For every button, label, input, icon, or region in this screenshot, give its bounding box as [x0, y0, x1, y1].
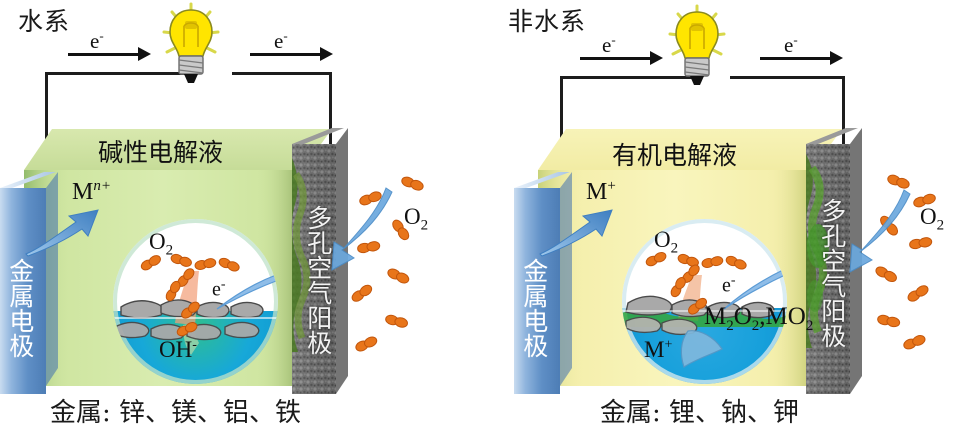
cation-label-non-aqueous: M+	[586, 178, 616, 205]
light-bulb-icon-2	[668, 4, 726, 90]
caption-aqueous: 金属: 锌、镁、铝、铁	[50, 398, 302, 428]
wire-down-right-2	[842, 76, 845, 176]
o2-label-outside-aqueous: O2	[404, 204, 429, 234]
cation-label-sphere-non-aqueous: M+	[644, 337, 673, 362]
magnified-interface-aqueous: O2 e- OH-	[113, 219, 278, 384]
external-oxygen-aqueous	[331, 176, 424, 352]
discharge-product-label: M2O2,MO2	[704, 303, 814, 334]
wire-top-right	[232, 72, 332, 75]
electron-label-right-2: e-	[784, 32, 798, 57]
panel-title-aqueous: 水系	[18, 7, 71, 36]
panel-title-non-aqueous: 非水系	[508, 7, 587, 36]
electron-flow-arrow-icon	[216, 274, 277, 310]
external-oxygen-non-aqueous	[849, 174, 936, 350]
electron-label-left: e-	[90, 28, 104, 53]
electron-label-sphere-non-aqueous: e-	[722, 273, 736, 297]
caption-non-aqueous: 金属: 锂、钠、钾	[600, 398, 800, 428]
panel-aqueous: 水系 e- e-	[0, 0, 481, 428]
oxygen-inflow-arrow-icon-2	[849, 189, 911, 273]
magnified-interface-non-aqueous: O2 e- M+	[622, 219, 787, 384]
wire-down-left-2	[560, 76, 563, 191]
hydroxide-label-aqueous: OH-	[159, 337, 197, 362]
wire-down-right	[329, 72, 332, 177]
light-bulb-icon	[162, 2, 220, 88]
oxygen-inflow-arrow-icon	[331, 187, 393, 271]
air-cathode-non-aqueous	[806, 128, 862, 394]
o2-label-sphere-non-aqueous: O2	[654, 227, 679, 257]
electron-arrow-left-2: e-	[580, 32, 666, 68]
o2-label-outside-non-aqueous: O2	[920, 204, 945, 234]
wire-top-right-2	[730, 76, 845, 79]
electron-arrow-right: e-	[250, 28, 336, 64]
wire-top-left	[45, 72, 195, 75]
electron-label-sphere-aqueous: e-	[212, 277, 226, 301]
electron-arrow-left: e-	[68, 28, 154, 64]
metal-dissolution-arrow-2	[539, 209, 613, 257]
metal-dissolution-arrow	[25, 209, 99, 257]
wire-down-left	[45, 72, 48, 187]
wire-top-left-2	[560, 76, 696, 79]
electron-flow-arrow-icon-2	[723, 268, 786, 310]
discharge-deposit-icon	[680, 330, 723, 368]
metal-electrode-label-non-aqueous: 金属电极	[519, 258, 549, 358]
o2-label-sphere-aqueous: O2	[149, 229, 174, 259]
panel-non-aqueous: 非水系 e- e-	[482, 0, 963, 428]
electron-label-right: e-	[274, 28, 288, 53]
metal-electrode-non-aqueous	[514, 172, 572, 394]
o2-molecule-icon-2	[645, 251, 747, 315]
cation-label-aqueous: Mn+	[72, 178, 111, 205]
electron-label-left-2: e-	[602, 32, 616, 57]
o2-molecule-icon	[140, 253, 240, 337]
air-cathode-label-non-aqueous: 多孔空气阳极	[817, 198, 847, 348]
electrolyte-label-aqueous: 碱性电解液	[98, 138, 224, 167]
electron-arrow-right-2: e-	[760, 32, 846, 68]
air-cathode-aqueous	[291, 128, 348, 394]
electrolyte-label-non-aqueous: 有机电解液	[612, 141, 738, 170]
air-cathode-label-aqueous: 多孔空气阳极	[303, 205, 333, 355]
metal-electrode-aqueous	[0, 172, 58, 394]
metal-electrode-label-aqueous: 金属电极	[5, 258, 35, 358]
